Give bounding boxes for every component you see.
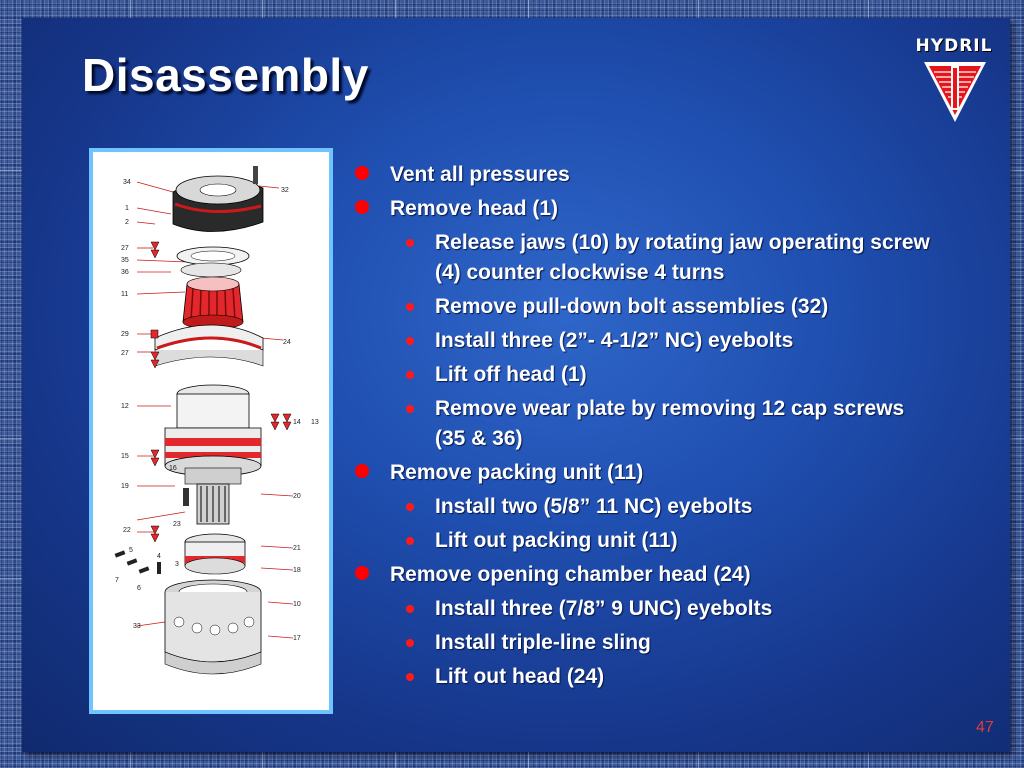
small-red-dot-bullet-icon	[406, 537, 414, 545]
part-label: 16	[169, 465, 177, 472]
bullet-text: Lift off head (1)	[435, 363, 587, 386]
logo-shield-icon	[924, 62, 986, 122]
part-label: 12	[121, 403, 129, 410]
packing-unit-part	[182, 276, 244, 330]
screws	[114, 550, 161, 574]
head-part	[172, 166, 264, 232]
bullet-text: Remove wear plate by removing 12 cap scr…	[435, 397, 905, 450]
part-label: 32	[281, 187, 289, 194]
part-label: 2	[125, 219, 129, 226]
part-label: 21	[293, 545, 301, 552]
sub-bullet-item: Remove wear plate by removing 12 cap scr…	[350, 394, 935, 454]
part-label: 5	[129, 547, 133, 554]
part-label: 35	[121, 257, 129, 264]
ring-part	[184, 533, 246, 575]
wear-plate-part	[176, 246, 250, 278]
bullet-text: Release jaws (10) by rotating jaw operat…	[435, 231, 930, 284]
bullet-item: Remove packing unit (11)	[350, 458, 950, 488]
part-label: 36	[121, 269, 129, 276]
part-label: 33	[133, 623, 141, 630]
red-dot-bullet-icon	[355, 464, 369, 478]
part-label: 7	[115, 577, 119, 584]
small-red-dot-bullet-icon	[406, 405, 414, 413]
bullet-text: Install three (7/8” 9 UNC) eyebolts	[435, 597, 773, 620]
part-label: 1	[125, 205, 129, 212]
sub-bullet-item: Release jaws (10) by rotating jaw operat…	[350, 228, 935, 288]
logo-text: HYDRIL	[915, 36, 993, 56]
small-red-dot-bullet-icon	[406, 239, 414, 247]
bullet-text: Install three (2”- 4-1/2” NC) eyebolts	[435, 329, 794, 352]
bullet-text: Install two (5/8” 11 NC) eyebolts	[435, 495, 753, 518]
small-red-dot-bullet-icon	[406, 639, 414, 647]
part-label: 11	[121, 291, 128, 298]
part-number-labels: 34 32 1 2 27 35 36 11 29 24 27 12 14 13 …	[115, 179, 319, 642]
part-label: 18	[293, 567, 301, 574]
part-label: 27	[121, 245, 129, 252]
bullet-text: Remove opening chamber head (24)	[390, 563, 751, 586]
bullet-item: Remove head (1)	[350, 194, 950, 224]
small-red-dot-bullet-icon	[406, 605, 414, 613]
small-red-dot-bullet-icon	[406, 503, 414, 511]
part-label: 23	[173, 521, 181, 528]
sub-bullet-item: Install three (7/8” 9 UNC) eyebolts	[350, 594, 935, 624]
bullet-text: Remove packing unit (11)	[390, 461, 644, 484]
bullet-text: Lift out head (24)	[435, 665, 605, 688]
sub-bullet-item: Install two (5/8” 11 NC) eyebolts	[350, 492, 935, 522]
part-label: 6	[137, 585, 141, 592]
sub-bullet-item: Lift out packing unit (11)	[350, 526, 935, 556]
bullet-item: Vent all pressures	[350, 160, 950, 190]
piston-part	[164, 384, 262, 485]
small-red-dot-bullet-icon	[406, 673, 414, 681]
part-label: 14	[293, 419, 301, 426]
part-label: 29	[121, 331, 129, 338]
bullet-text: Vent all pressures	[390, 163, 570, 186]
bullet-text: Lift out packing unit (11)	[435, 529, 678, 552]
part-label: 10	[293, 601, 301, 608]
sub-bullet-item: Install triple-line sling	[350, 628, 935, 658]
exploded-parts-drawing: 34 32 1 2 27 35 36 11 29 24 27 12 14 13 …	[114, 166, 319, 675]
hydril-logo: HYDRIL	[910, 36, 998, 126]
part-label: 13	[311, 419, 319, 426]
page-number: 47	[976, 719, 994, 736]
part-label: 17	[293, 635, 301, 642]
small-red-dot-bullet-icon	[406, 371, 414, 379]
small-red-dot-bullet-icon	[406, 337, 414, 345]
part-label: 3	[175, 561, 179, 568]
bullet-text: Install triple-line sling	[435, 631, 651, 654]
red-dot-bullet-icon	[355, 566, 369, 580]
part-label: 19	[121, 483, 129, 490]
instruction-list: Vent all pressures Remove head (1) Relea…	[350, 156, 950, 692]
seal-markers	[150, 241, 292, 543]
part-label: 27	[121, 350, 129, 357]
leader-lines	[136, 181, 294, 639]
bullet-item: Remove opening chamber head (24)	[350, 560, 950, 590]
body-part	[164, 579, 262, 675]
sub-bullet-item: Lift out head (24)	[350, 662, 935, 692]
opening-chamber-head-part	[154, 324, 264, 367]
jaw-part	[183, 483, 230, 525]
slide-title: Disassembly	[82, 49, 369, 101]
part-label: 4	[157, 553, 161, 560]
part-label: 22	[123, 527, 131, 534]
sub-bullet-item: Install three (2”- 4-1/2” NC) eyebolts	[350, 326, 935, 356]
sub-bullet-item: Lift off head (1)	[350, 360, 935, 390]
red-dot-bullet-icon	[355, 166, 369, 180]
bullet-text: Remove head (1)	[390, 197, 559, 220]
sub-bullet-item: Remove pull-down bolt assemblies (32)	[350, 292, 935, 322]
part-label: 34	[123, 179, 131, 186]
small-red-dot-bullet-icon	[406, 303, 414, 311]
exploded-view-diagram: 34 32 1 2 27 35 36 11 29 24 27 12 14 13 …	[89, 148, 333, 714]
bullet-text: Remove pull-down bolt assemblies (32)	[435, 295, 829, 318]
part-label: 20	[293, 493, 301, 500]
part-label: 24	[283, 339, 291, 346]
part-label: 15	[121, 453, 129, 460]
red-dot-bullet-icon	[355, 200, 369, 214]
